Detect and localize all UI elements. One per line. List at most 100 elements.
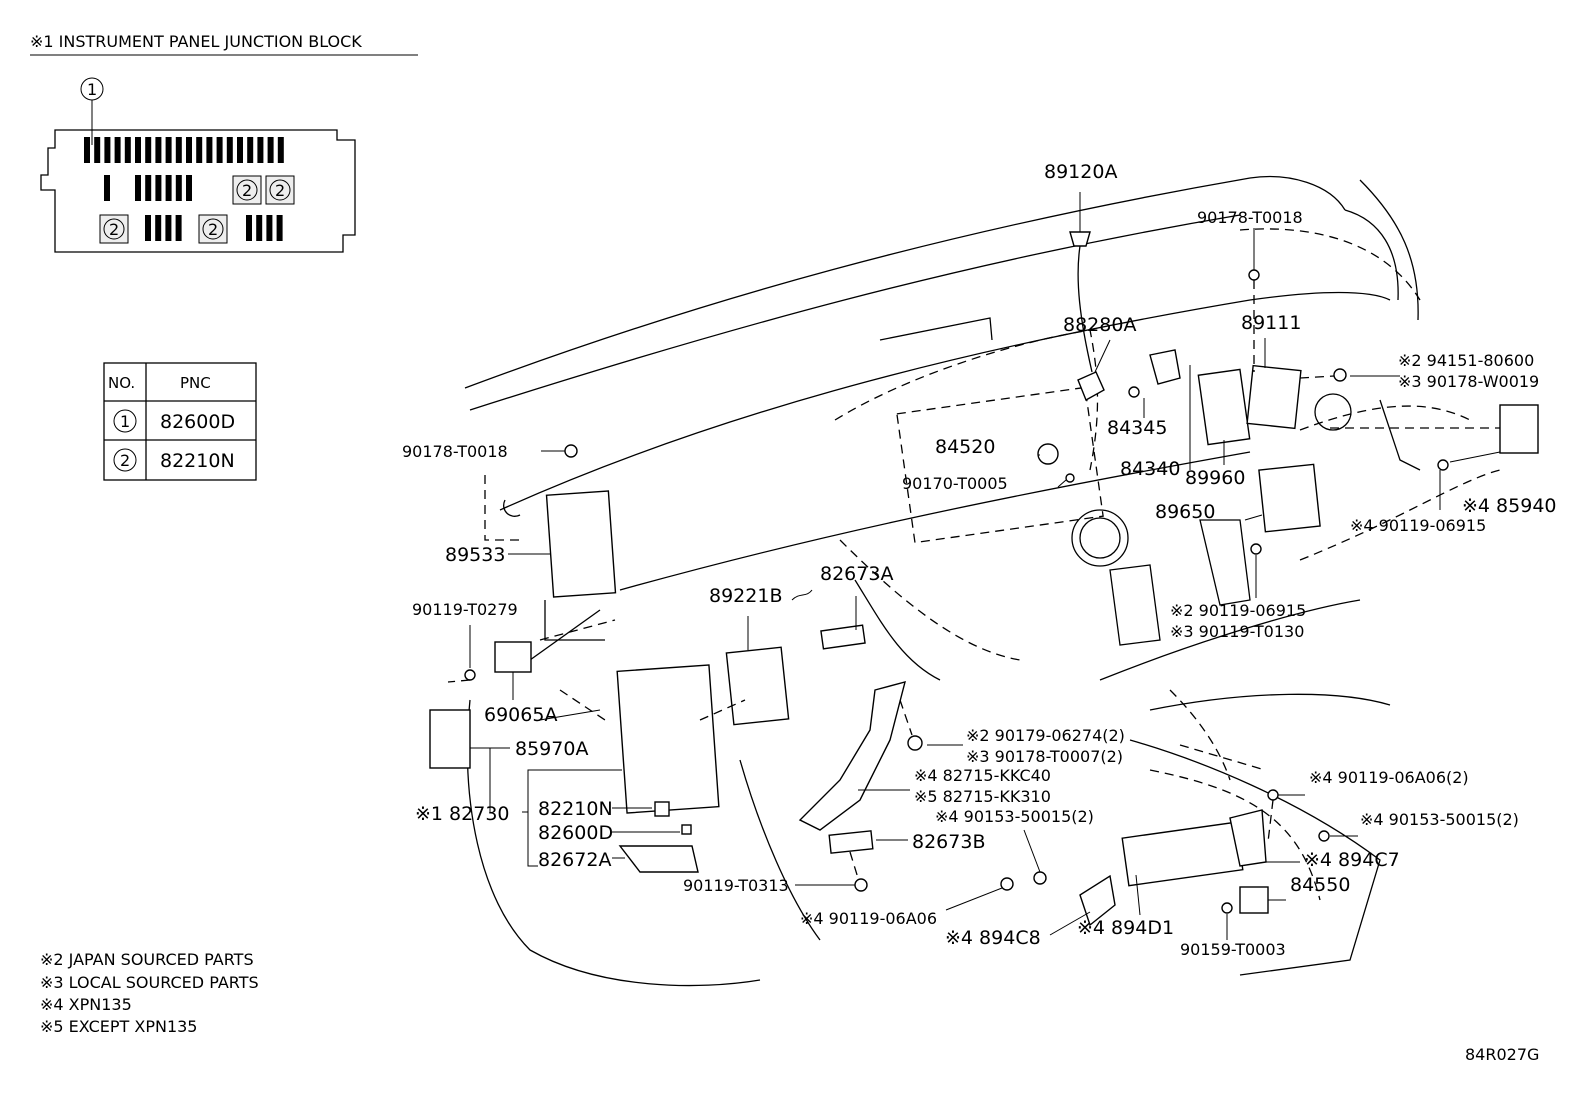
fuse-slot — [175, 215, 182, 241]
relay-82210n — [654, 801, 670, 817]
footnotes: ※2 JAPAN SOURCED PARTS ※3 LOCAL SOURCED … — [40, 950, 259, 1036]
fuse-slot — [226, 137, 233, 163]
label-89221b: 89221B — [709, 585, 782, 607]
clip-90179-06274 — [907, 735, 923, 751]
label-90119-06915: ※2 90119-06915 — [1170, 601, 1306, 620]
label-82672a: 82672A — [538, 849, 611, 871]
bracket-82715 — [798, 681, 906, 831]
label-90178-t0018-left: 90178-T0018 — [402, 442, 508, 461]
label-89111: 89111 — [1241, 312, 1301, 334]
fuse-slot — [175, 137, 182, 163]
bolt-90119-06a06 — [1000, 877, 1014, 891]
label-82600d: 82600D — [538, 822, 613, 844]
label-90179-06274: ※2 90179-06274(2) — [966, 726, 1125, 745]
inset-title: ※1 INSTRUMENT PANEL JUNCTION BLOCK — [30, 32, 362, 51]
label-90178-w0019: ※3 90178-W0019 — [1398, 372, 1539, 391]
bolt-90119-06915-right — [1437, 459, 1449, 471]
part-number-labels: 89120A 90178-T0018 88280A 89111 ※2 94151… — [402, 161, 1557, 959]
label-89120a: 89120A — [1044, 161, 1117, 183]
fuse-slot — [186, 137, 192, 163]
ecu-89533 — [545, 490, 617, 598]
fuse-slot — [145, 215, 151, 241]
fuse-slot — [186, 175, 192, 201]
fuse-slot — [237, 137, 243, 163]
leader-lines — [447, 192, 1501, 940]
bracket-82673b — [828, 830, 874, 854]
part-glyphs — [429, 231, 1539, 927]
fuse-slot — [114, 137, 121, 163]
label-84340: 84340 — [1120, 458, 1180, 480]
fuse-slot — [196, 137, 203, 163]
fuse-slot — [135, 175, 141, 201]
relay-slot-label: 2 — [275, 181, 285, 200]
nut-94151-80600 — [1333, 368, 1347, 382]
fuse-slot — [257, 137, 264, 163]
clip-89120a — [1069, 231, 1091, 247]
fuse-slot — [135, 137, 141, 163]
footnote-3: ※3 LOCAL SOURCED PARTS — [40, 973, 259, 992]
label-89960: 89960 — [1185, 467, 1245, 489]
footnote-2: ※2 JAPAN SOURCED PARTS — [40, 950, 254, 969]
label-90170-t0005: 90170-T0005 — [902, 474, 1008, 493]
module-85970a — [429, 709, 471, 769]
label-90153-50015-b: ※4 90153-50015(2) — [1360, 810, 1519, 829]
fuse-slot — [104, 137, 111, 163]
label-82673b: 82673B — [912, 831, 985, 853]
label-89650: 89650 — [1155, 501, 1215, 523]
relay-slot-label: 2 — [208, 220, 218, 239]
label-894c8: ※4 894C8 — [945, 927, 1041, 949]
fuse-slot — [267, 137, 274, 163]
sensor-84550 — [1239, 886, 1269, 914]
relay-slot-label: 2 — [242, 181, 252, 200]
switch-84520 — [1037, 443, 1059, 465]
relay-slot — [99, 214, 129, 244]
relay-slot-label: 2 — [109, 220, 119, 239]
diagram-code: 84R027G — [1465, 1045, 1539, 1064]
pnc-table: NO. PNC 1 82600D 2 82210N — [103, 362, 257, 481]
relay-slot-callout — [236, 179, 258, 201]
fuse-slot — [94, 137, 101, 163]
fuse-slot — [246, 215, 252, 241]
label-90119-06915-right: ※4 90119-06915 — [1350, 516, 1486, 535]
bolt-90159-t0003 — [1221, 902, 1233, 914]
instrument-panel-outline — [464, 175, 1501, 987]
fuse-slot — [247, 137, 254, 163]
fuse-slot — [145, 175, 152, 201]
fuse-slot — [266, 215, 273, 241]
fuse-slot — [216, 137, 223, 163]
pnc-row-1-no: 1 — [120, 412, 130, 431]
relay-slot — [265, 175, 295, 205]
inset-callout-1: 1 — [87, 80, 97, 99]
junction-block-inset: 1 2 2 2 2 — [40, 77, 356, 253]
fuse-slot — [155, 175, 162, 201]
label-84550: 84550 — [1290, 874, 1350, 896]
label-85940: ※4 85940 — [1462, 495, 1557, 517]
label-90119-t0130: ※3 90119-T0130 — [1170, 622, 1304, 641]
clip-84340 — [1128, 386, 1140, 398]
pnc-header-no: NO. — [108, 374, 135, 392]
fuse-slot — [175, 175, 182, 201]
label-84345: 84345 — [1107, 417, 1167, 439]
nut-90178-t0018-top — [1248, 269, 1260, 281]
fuse-slot — [277, 137, 284, 163]
label-82210n: 82210N — [538, 798, 613, 820]
nut-90170-t0005 — [1065, 473, 1075, 483]
nut-90178-t0018-left — [564, 444, 578, 458]
label-90119-06a06: ※4 90119-06A06 — [800, 909, 937, 928]
connector-84345 — [1149, 349, 1181, 385]
label-90153-50015-a: ※4 90153-50015(2) — [935, 807, 1094, 826]
bolt-90119-06915 — [1250, 543, 1262, 555]
bolt-90153-50015-a — [1033, 871, 1047, 885]
fuse-slot — [155, 137, 162, 163]
label-90159-t0003: 90159-T0003 — [1180, 940, 1286, 959]
label-90119-06a06-2: ※4 90119-06A06(2) — [1309, 768, 1469, 787]
junction-block-82730 — [616, 664, 720, 814]
label-82715-kkc40: ※4 82715-KKC40 — [914, 766, 1051, 785]
label-94151-80600: ※2 94151-80600 — [1398, 351, 1534, 370]
fuse-slot — [84, 137, 90, 163]
module-89960 — [1197, 368, 1251, 446]
label-69065a: 69065A — [484, 704, 557, 726]
bolt-90119-06a06-2 — [1267, 789, 1279, 801]
fuse-slot — [165, 137, 172, 163]
